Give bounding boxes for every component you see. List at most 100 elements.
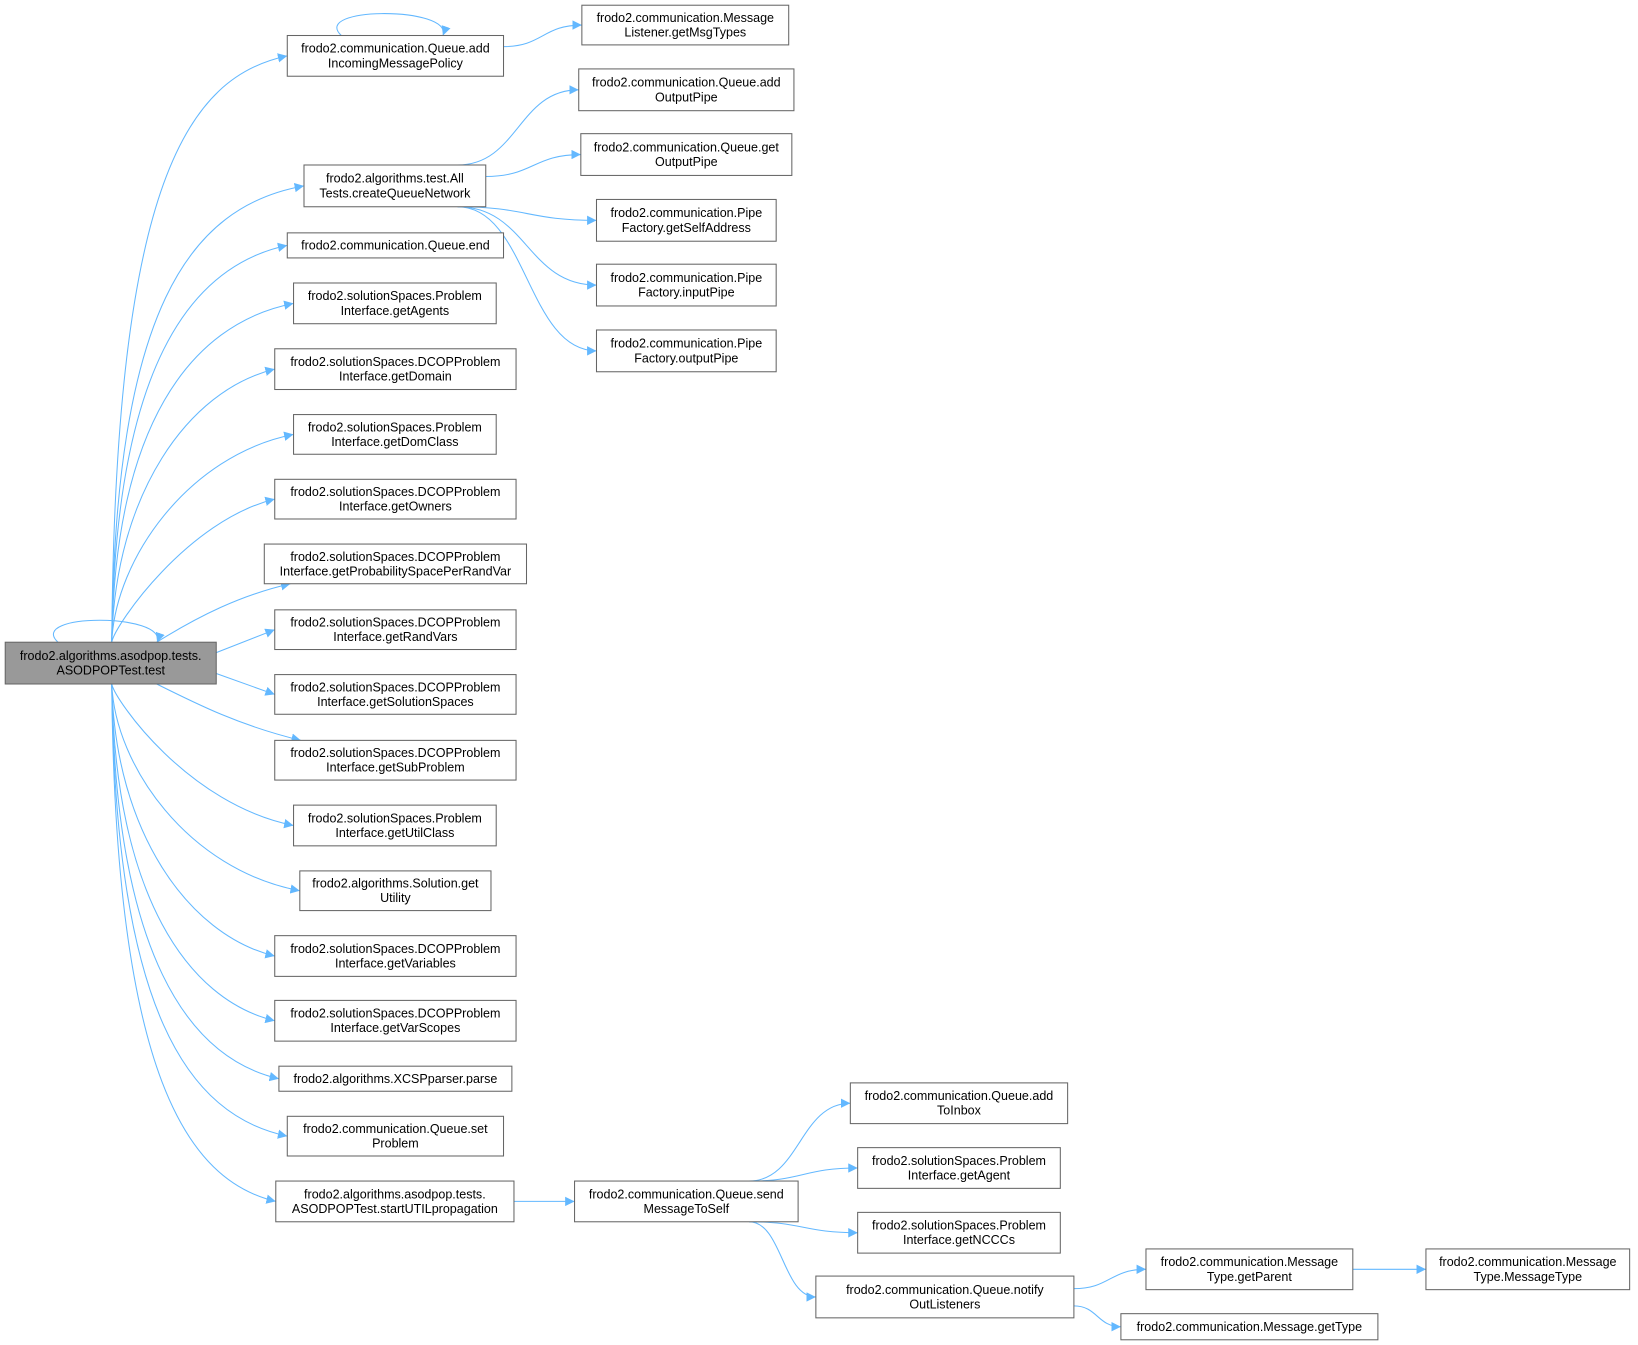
edge-main-to-n15 (111, 683, 275, 959)
edge-main-to-n6 (111, 366, 275, 643)
edge-main-to-n5 (111, 300, 294, 643)
node-frodo2-solutionspaces-dcopprobleminterface-getowners[interactable]: frodo2.solutionSpaces.DCOPProblemInterfa… (274, 478, 517, 520)
node-frodo2-algorithms-asodpop-tests-asodpoptest-startutilpropagation[interactable]: frodo2.algorithms.asodpop.tests.ASODPOPT… (275, 1180, 515, 1223)
node-label: frodo2.communication.Pipe (610, 271, 762, 285)
node-label: frodo2.solutionSpaces.DCOPProblem (290, 485, 500, 499)
node-label: frodo2.communication.Message (1439, 1255, 1616, 1269)
nodes-layer: frodo2.algorithms.asodpop.tests.ASODPOPT… (4, 4, 1631, 1341)
node-label: ToInbox (937, 1104, 982, 1118)
node-label: frodo2.communication.Message (597, 11, 774, 25)
node-label: frodo2.communication.Queue.set (303, 1122, 488, 1136)
node-label: frodo2.solutionSpaces.DCOPProblem (290, 746, 500, 760)
node-label: Factory.getSelfAddress (622, 221, 751, 235)
node-box (293, 804, 497, 847)
node-label: Interface.getSubProblem (326, 761, 464, 775)
node-frodo2-solutionspaces-probleminterface-getagents[interactable]: frodo2.solutionSpaces.ProblemInterface.g… (293, 282, 497, 325)
node-frodo2-communication-pipefactory-getselfaddress[interactable]: frodo2.communication.PipeFactory.getSelf… (595, 198, 777, 242)
node-box (274, 935, 517, 977)
node-frodo2-communication-queue-notifyoutlisteners[interactable]: frodo2.communication.Queue.notifyOutList… (815, 1275, 1075, 1319)
node-frodo2-algorithms-xcspparser-parse[interactable]: frodo2.algorithms.XCSPparser.parse (278, 1065, 513, 1092)
node-frodo2-solutionspaces-dcopprobleminterface-getsubproblem[interactable]: frodo2.solutionSpaces.DCOPProblemInterfa… (274, 739, 517, 781)
node-frodo2-communication-messagetype-messagetype[interactable]: frodo2.communication.MessageType.Message… (1425, 1248, 1631, 1291)
node-frodo2-communication-messagelistener-getmsgtypes[interactable]: frodo2.communication.MessageListener.get… (581, 4, 790, 46)
node-label: OutputPipe (655, 90, 718, 104)
node-label: MessageToSelf (644, 1202, 730, 1216)
edge-main-to-n7 (111, 431, 294, 643)
node-box (595, 263, 777, 307)
node-frodo2-algorithms-test-alltests-createqueuenetwork[interactable]: frodo2.algorithms.test.AllTests.createQu… (303, 164, 487, 208)
node-frodo2-solutionspaces-probleminterface-getdomclass[interactable]: frodo2.solutionSpaces.ProblemInterface.g… (293, 414, 497, 455)
node-box (275, 1180, 515, 1223)
node-box (274, 348, 517, 391)
edge-n1-to-n1 (336, 13, 451, 36)
node-box (286, 34, 505, 77)
node-label: frodo2.communication.Queue.send (589, 1187, 784, 1201)
node-label: frodo2.communication.Queue.get (594, 140, 780, 154)
edge-n25-to-n26 (749, 1098, 851, 1182)
node-label: Interface.getVarScopes (330, 1021, 460, 1035)
node-box (580, 133, 793, 176)
node-label: Interface.getSolutionSpaces (317, 695, 474, 709)
node-label: Type.MessageType (1474, 1270, 1583, 1284)
node-label: frodo2.communication.Queue.add (865, 1089, 1054, 1103)
node-box (263, 543, 528, 585)
node-label: frodo2.communication.Queue.end (301, 239, 490, 253)
node-label: frodo2.solutionSpaces.Problem (308, 811, 482, 825)
node-frodo2-solutionspaces-probleminterface-getagent[interactable]: frodo2.solutionSpaces.ProblemInterface.g… (857, 1147, 1061, 1189)
node-label: Interface.getOwners (339, 500, 452, 514)
node-frodo2-communication-queue-sendmessagetoself[interactable]: frodo2.communication.Queue.sendMessageTo… (574, 1180, 799, 1223)
node-frodo2-solutionspaces-dcopprobleminterface-getvariables[interactable]: frodo2.solutionSpaces.DCOPProblemInterfa… (274, 935, 517, 977)
edge-n3-to-n24 (457, 206, 597, 356)
node-frodo2-communication-queue-addincomingmessagepolicy[interactable]: frodo2.communication.Queue.addIncomingMe… (286, 34, 505, 77)
node-frodo2-solutionspaces-dcopprobleminterface-getprobabilityspaceperrandvar[interactable]: frodo2.solutionSpaces.DCOPProblemInterfa… (263, 543, 528, 585)
edge-n29-to-n32 (1073, 1305, 1121, 1332)
node-label: frodo2.solutionSpaces.DCOPProblem (290, 616, 500, 630)
node-label: Interface.getDomClass (331, 435, 458, 449)
edge-main-to-main (53, 619, 165, 643)
node-box (274, 999, 517, 1042)
node-label: frodo2.solutionSpaces.Problem (308, 289, 482, 303)
node-box (299, 870, 492, 912)
node-frodo2-solutionspaces-dcopprobleminterface-getvarscopes[interactable]: frodo2.solutionSpaces.DCOPProblemInterfa… (274, 999, 517, 1042)
node-frodo2-communication-pipefactory-inputpipe[interactable]: frodo2.communication.PipeFactory.inputPi… (595, 263, 777, 307)
node-box (595, 329, 777, 373)
edge-main-to-n4 (111, 242, 288, 643)
node-box (4, 641, 217, 685)
node-frodo2-solutionspaces-probleminterface-getutilclass[interactable]: frodo2.solutionSpaces.ProblemInterface.g… (293, 804, 497, 847)
node-box (578, 68, 795, 112)
node-label: Interface.getUtilClass (335, 826, 454, 840)
node-label: frodo2.communication.Queue.add (592, 76, 781, 90)
node-label: Factory.outputPipe (634, 351, 738, 365)
node-label: frodo2.communication.Pipe (610, 206, 762, 220)
edge-n25-to-n28 (749, 1221, 858, 1238)
node-label: Interface.getAgent (908, 1168, 1011, 1182)
node-frodo2-solutionspaces-dcopprobleminterface-getdomain[interactable]: frodo2.solutionSpaces.DCOPProblemInterfa… (274, 348, 517, 391)
node-frodo2-algorithms-asodpop-tests-asodpoptest-test[interactable]: frodo2.algorithms.asodpop.tests.ASODPOPT… (4, 641, 217, 685)
node-frodo2-solutionspaces-dcopprobleminterface-getsolutionspaces[interactable]: frodo2.solutionSpaces.DCOPProblemInterfa… (274, 674, 517, 715)
node-box (274, 674, 517, 715)
node-frodo2-communication-pipefactory-outputpipe[interactable]: frodo2.communication.PipeFactory.outputP… (595, 329, 777, 373)
edge-main-to-n11 (216, 673, 275, 696)
edge-main-to-n17 (111, 683, 280, 1082)
edges-layer (53, 13, 1426, 1332)
node-frodo2-communication-messagetype-getparent[interactable]: frodo2.communication.MessageType.getPare… (1145, 1248, 1354, 1291)
edge-n25-to-n29 (749, 1221, 816, 1302)
node-frodo2-solutionspaces-dcopprobleminterface-getrandvars[interactable]: frodo2.solutionSpaces.DCOPProblemInterfa… (274, 609, 517, 651)
node-label: Interface.getVariables (335, 957, 456, 971)
edge-main-to-n13 (111, 683, 294, 829)
node-frodo2-solutionspaces-probleminterface-getncccs[interactable]: frodo2.solutionSpaces.ProblemInterface.g… (857, 1211, 1061, 1254)
node-box (849, 1082, 1069, 1125)
node-frodo2-communication-queue-end[interactable]: frodo2.communication.Queue.end (286, 232, 505, 259)
node-frodo2-communication-message-gettype[interactable]: frodo2.communication.Message.getType (1120, 1313, 1379, 1341)
edge-main-to-n10 (216, 628, 275, 654)
edge-main-to-n9 (156, 581, 291, 643)
node-label: frodo2.communication.Queue.notify (846, 1283, 1044, 1297)
node-box (1425, 1248, 1631, 1291)
node-label: Interface.getRandVars (333, 630, 457, 644)
